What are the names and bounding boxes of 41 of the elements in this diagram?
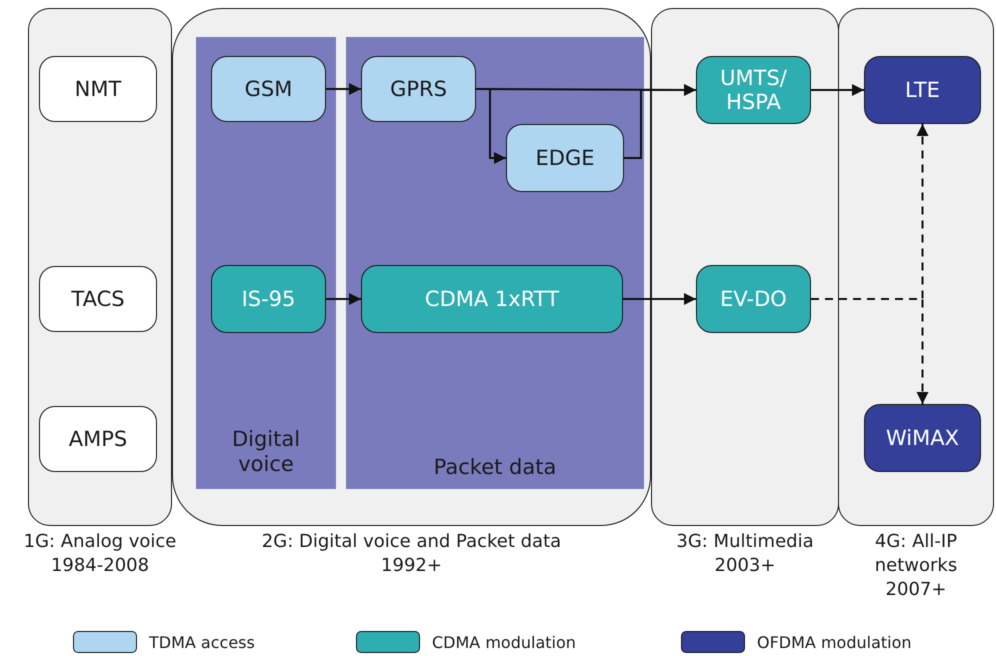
category-band	[346, 37, 644, 489]
technology-box	[39, 406, 157, 472]
generation-caption: 4G: All-IP networks 2007+	[874, 530, 958, 602]
technology-label: UMTS/ HSPA	[719, 66, 788, 114]
technology-box	[864, 404, 981, 472]
technology-label: GSM	[244, 76, 292, 102]
technology-label: EV-DO	[720, 286, 787, 312]
generation-caption: 3G: Multimedia 2003+	[675, 530, 815, 578]
legend-label: TDMA access	[149, 632, 255, 652]
arrow	[326, 293, 361, 305]
technology-box	[696, 265, 811, 333]
arrow	[811, 84, 864, 96]
technology-label: NMT	[74, 76, 122, 102]
technology-box	[211, 265, 326, 333]
technology-label: CDMA 1xRTT	[424, 286, 560, 312]
band-label: Digital voice	[230, 427, 302, 478]
category-band	[196, 37, 336, 489]
legend-label: OFDMA modulation	[757, 632, 912, 652]
technology-label: TACS	[71, 286, 125, 312]
generation-caption: 1G: Analog voice 1984-2008	[22, 530, 178, 578]
arrow	[624, 84, 696, 159]
technology-box	[39, 56, 157, 122]
technology-label: LTE	[905, 78, 940, 102]
arrow	[623, 293, 696, 305]
technology-box	[506, 124, 624, 192]
technology-box	[864, 56, 981, 124]
technology-box	[361, 56, 476, 122]
legend-label: CDMA modulation	[432, 632, 576, 652]
generation-caption: 2G: Digital voice and Packet data 1992+	[260, 530, 562, 578]
arrow	[476, 88, 506, 164]
technology-label: GPRS	[390, 76, 447, 102]
technology-box	[696, 56, 811, 124]
technology-label: AMPS	[68, 426, 128, 452]
band-label: Packet data	[432, 455, 558, 480]
technology-label: EDGE	[536, 146, 594, 170]
technology-box	[39, 266, 157, 332]
technology-box	[211, 56, 326, 122]
technology-box	[361, 265, 623, 333]
arrow	[326, 83, 361, 95]
technology-label: WiMAX	[886, 426, 959, 450]
technology-label: IS-95	[242, 286, 296, 312]
